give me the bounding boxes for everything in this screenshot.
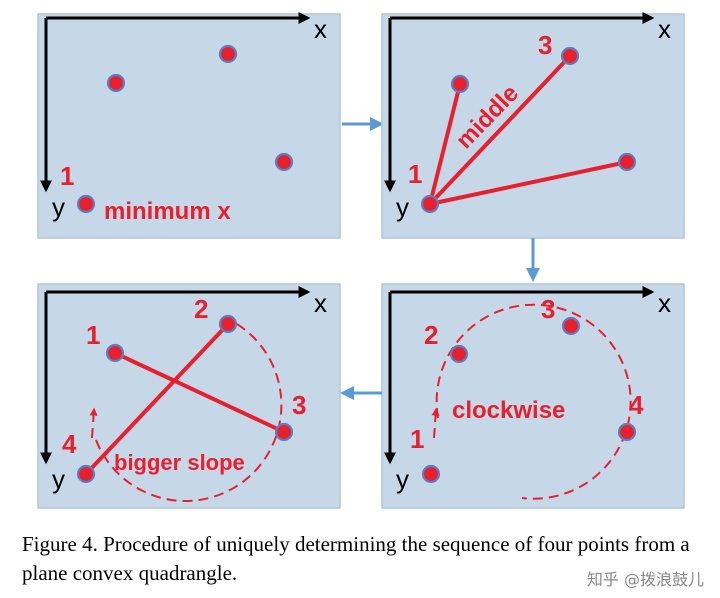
point-label: 1 [410,424,424,454]
slope-arc-arrow [89,407,98,439]
point [617,152,637,172]
point [274,422,294,442]
point-label: 1 [60,161,74,191]
point [449,344,469,364]
y-axis-label: y [396,192,409,222]
point-label: 3 [541,294,555,324]
watermark: 知乎 @拨浪鼓儿 [586,570,704,589]
clockwise-arc-arrow [431,407,440,439]
point [561,316,581,336]
flow-arrow-left [340,386,382,400]
point-label: 4 [62,429,77,459]
point-label: 2 [424,320,438,350]
point [76,464,96,484]
point [420,194,440,214]
point [274,152,294,172]
point [421,464,441,484]
point-label: 1 [408,159,422,189]
x-axis-label: x [658,14,671,44]
diagonal-segment [84,322,230,476]
point [106,73,126,93]
note-label: clockwise [452,397,565,424]
connecting-segment [428,160,629,206]
point [76,194,96,214]
connecting-segment [428,54,572,206]
connecting-segment [428,82,462,206]
diagonal-segment [113,351,286,434]
point [617,422,637,442]
point-label: 4 [629,390,644,420]
point [560,46,580,66]
panel-top-right: x y 1 3 middle [381,12,685,239]
point-label: 3 [292,390,306,420]
clockwise-arc [435,303,632,500]
flow-arrow-down [526,238,540,282]
panel-top-left: x y 1 minimum x [37,12,341,239]
point-label: 1 [86,320,100,350]
point-label: 2 [194,294,208,324]
point-label: 3 [538,30,552,60]
slope-arc [95,317,283,502]
x-axis-label: x [314,14,327,44]
y-axis-label: y [52,192,65,222]
x-axis-label: x [658,288,671,318]
point [218,314,238,334]
figure-diagram: x y 1 minimum x x y 1 3 middle [37,12,685,509]
flow-arrow-right [342,117,384,131]
point [105,343,125,363]
point [450,74,470,94]
panel-bottom-right: x y 1 2 3 4 clockwise [381,283,685,509]
figure-caption: Figure 4. Procedure of uniquely determin… [22,532,690,585]
note-label: bigger slope [114,450,245,475]
x-axis-label: x [314,288,327,318]
panel-bottom-left: x y 1 2 3 4 bigger slope [37,283,341,509]
point [218,44,238,64]
note-label: minimum x [104,198,231,225]
y-axis-label: y [396,464,409,494]
y-axis-label: y [52,464,65,494]
